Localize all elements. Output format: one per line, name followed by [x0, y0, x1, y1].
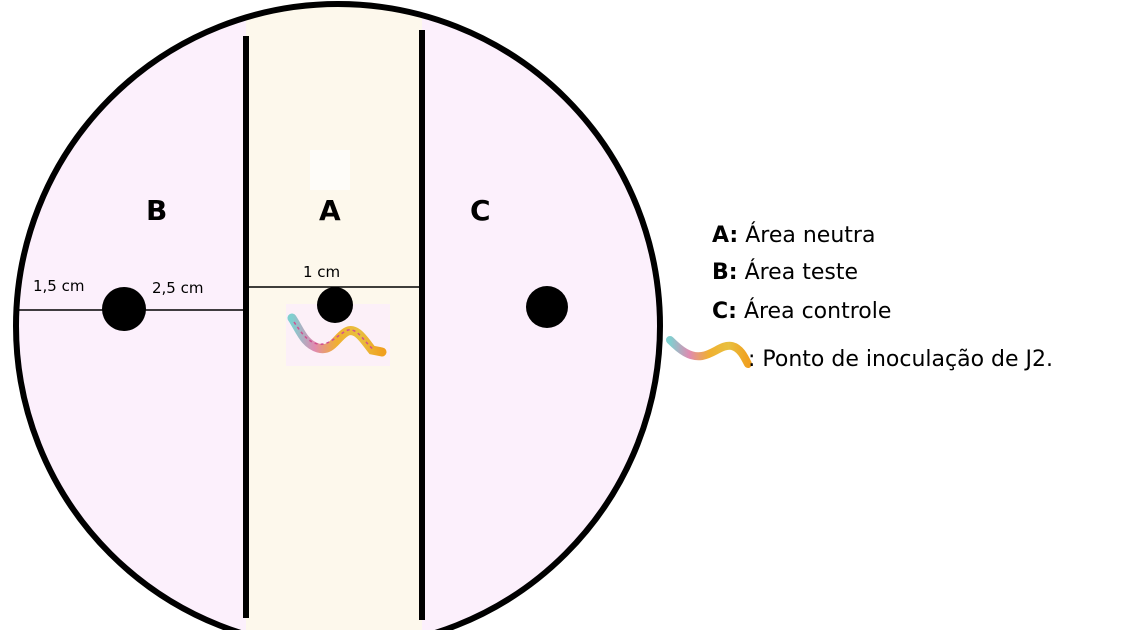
well-dot-test	[102, 287, 146, 331]
well-dot-neutral	[317, 287, 353, 323]
measure-edge-to-well-label: 1,5 cm	[33, 277, 84, 295]
neutral-zone-highlight	[310, 150, 350, 190]
well-dot-control	[526, 286, 568, 328]
legend-item-a: A: Área neutra	[712, 222, 875, 248]
legend-key-a: A:	[712, 223, 738, 248]
zone-c-label: C	[470, 194, 491, 227]
legend: A: Área neutra B: Área teste C: Área con…	[666, 222, 1053, 372]
legend-item-c: C: Área controle	[712, 298, 891, 324]
zone-a-label: A	[319, 194, 341, 227]
measure-neutral-width-label: 1 cm	[303, 263, 340, 281]
legend-item-b: B: Área teste	[712, 259, 858, 285]
legend-key-b: B:	[712, 260, 738, 285]
zone-b-label: B	[146, 194, 167, 227]
legend-text-c: Área controle	[737, 298, 891, 324]
legend-inoculation-text: : Ponto de inoculação de J2.	[748, 347, 1053, 372]
nematode-j2-icon	[287, 313, 387, 357]
legend-text-a: Área neutra	[738, 222, 875, 248]
legend-nematode-j2-icon	[666, 336, 752, 368]
legend-key-c: C:	[712, 299, 737, 324]
legend-text-b: Área teste	[738, 259, 858, 285]
measure-well-to-divider-label: 2,5 cm	[152, 279, 203, 297]
dish-outline	[13, 1, 663, 630]
